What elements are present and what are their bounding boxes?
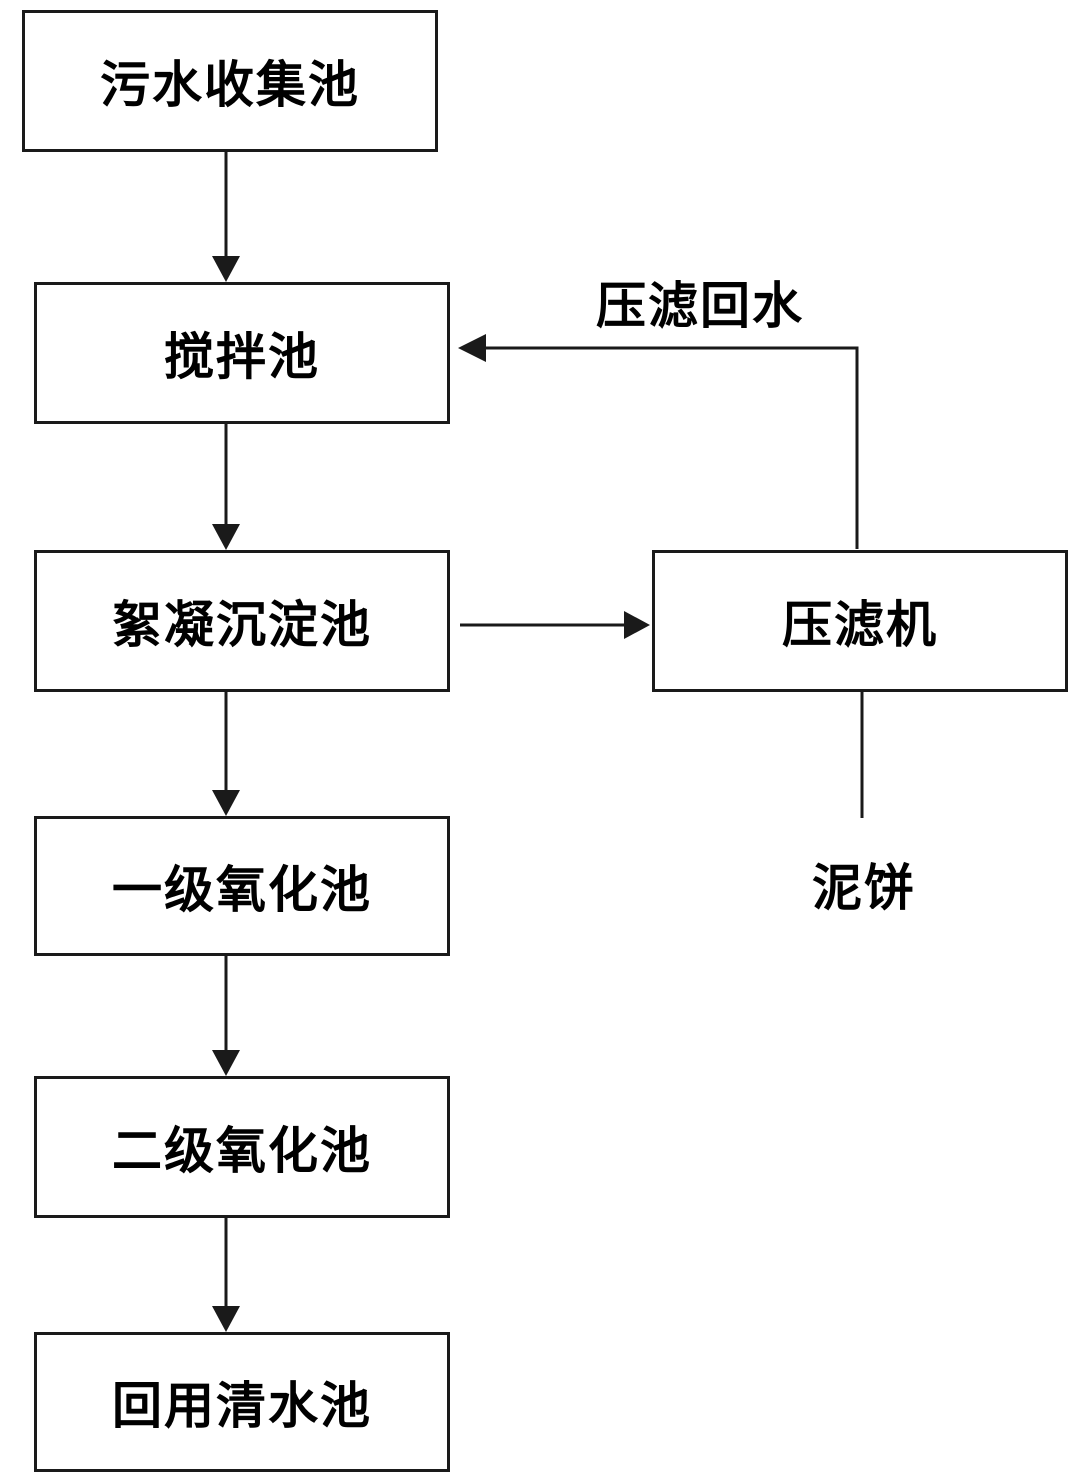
secondary-oxidation-tank-label: 二级氧化池 (112, 1122, 372, 1180)
arrowhead-down-4 (212, 1050, 240, 1076)
flocculation-tank-box: 絮凝沉淀池 (34, 550, 450, 692)
filter-press-box: 压滤机 (652, 550, 1068, 692)
primary-oxidation-tank-box: 一级氧化池 (34, 816, 450, 956)
arrowhead-down-3 (212, 790, 240, 816)
collection-tank-label: 污水收集池 (100, 56, 360, 114)
sludge-cake-label: 泥饼 (812, 859, 916, 917)
primary-oxidation-tank-label: 一级氧化池 (112, 861, 372, 919)
mixing-tank-box: 搅拌池 (34, 282, 450, 424)
collection-tank-box: 污水收集池 (22, 10, 438, 152)
filter-press-label: 压滤机 (782, 596, 938, 654)
mixing-tank-label: 搅拌池 (164, 328, 320, 386)
arrow-filter-press-return-to-mixing (482, 346, 859, 549)
secondary-oxidation-tank-box: 二级氧化池 (34, 1076, 450, 1218)
arrowhead-left (458, 334, 486, 362)
reuse-clear-water-tank-label: 回用清水池 (112, 1377, 372, 1435)
arrowhead-down-2 (212, 524, 240, 550)
arrowhead-down-5 (212, 1306, 240, 1332)
press-return-water-label: 压滤回水 (596, 277, 804, 335)
reuse-clear-water-tank-box: 回用清水池 (34, 1332, 450, 1472)
flocculation-tank-label: 絮凝沉淀池 (112, 596, 372, 654)
arrowhead-down-1 (212, 256, 240, 282)
arrowhead-right (624, 611, 650, 639)
